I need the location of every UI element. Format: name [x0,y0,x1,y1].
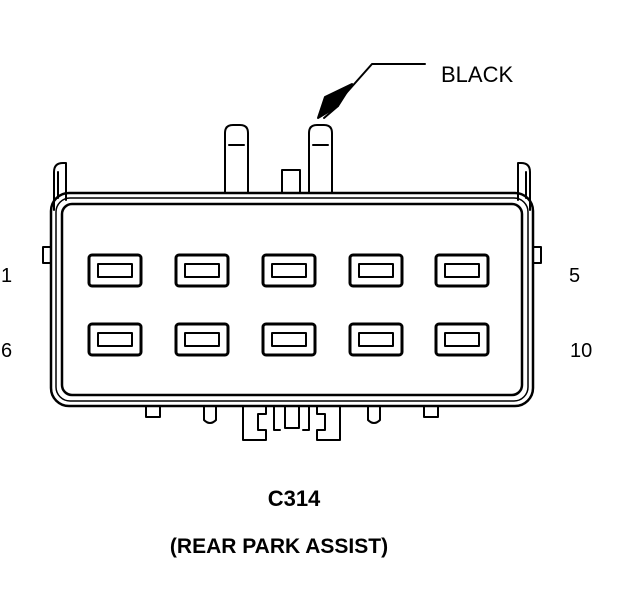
pin-cavity-4 [348,253,404,288]
pin-cavity-7 [174,322,230,357]
pin-label-1: 1 [1,265,13,287]
polarizing-key [281,169,301,194]
connector-body-outer [49,191,535,408]
pin-cavity-9 [348,322,404,357]
latch-post-left [224,124,249,194]
latch-post-right [308,124,333,194]
pin-cavity-2 [174,253,230,288]
bottom-peg-left [203,405,217,424]
pin-cavity-5 [434,253,490,288]
bottom-foot-left [145,405,161,418]
pin-label-5: 5 [569,265,581,287]
pin-cavity-1 [87,253,143,288]
pin-cavity-10 [434,322,490,357]
bottom-peg-right [367,405,381,424]
pin-cavities [87,253,490,357]
connector-body-middle [55,197,529,402]
callout-leader [317,63,426,119]
connector-body-inner [60,202,524,397]
connector-id: C314 [267,486,321,511]
pin-label-10: 10 [570,340,593,362]
wire-color-callout: BLACK [441,62,514,87]
pin-cavity-8 [261,322,317,357]
pin-cavity-3 [261,253,317,288]
bottom-center-latch [242,405,341,441]
connector-description: (REAR PARK ASSIST) [169,535,389,558]
bottom-foot-right [423,405,439,418]
pin-label-6: 6 [1,340,13,362]
pin-cavity-6 [87,322,143,357]
